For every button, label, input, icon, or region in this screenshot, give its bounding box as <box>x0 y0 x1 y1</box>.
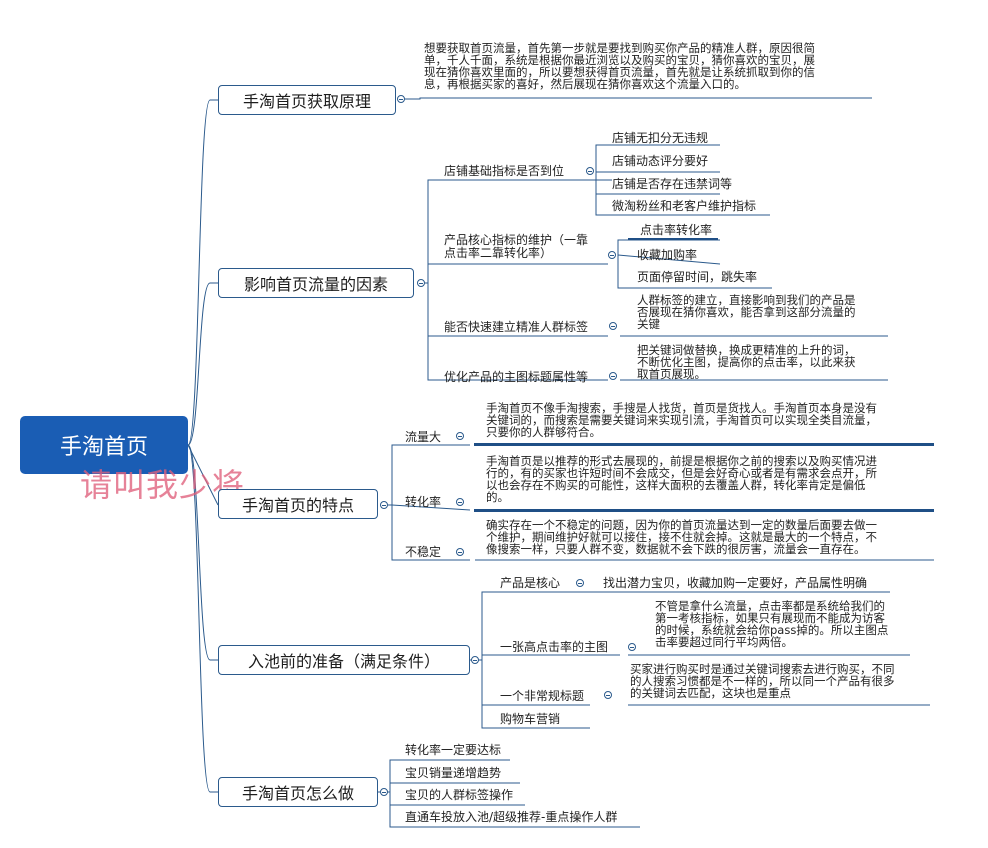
highlight-line <box>474 443 934 446</box>
collapse-toggle-icon[interactable] <box>397 95 405 103</box>
b2-item: 微淘粉丝和老客户维护指标 <box>612 199 757 213</box>
collapse-toggle-icon[interactable] <box>604 691 612 699</box>
collapse-toggle-icon[interactable] <box>456 432 464 440</box>
collapse-toggle-icon[interactable] <box>417 279 425 287</box>
b2-optimize: 优化产品的主图标题属性等 <box>444 370 589 384</box>
b2-optimize-detail: 把关键词做替换，换成更精准的上升的词，不断优化主图，提高你的点击率，以此来获取首… <box>637 343 856 381</box>
b2-item: 页面停留时间，跳失率 <box>637 270 758 284</box>
branch-traffic-factors[interactable]: 影响首页流量的因素 <box>218 268 414 298</box>
b4-main-image-detail: 不管是拿什么流量，点击率都是系统给我们的第一考核指标，如果只有展现而不能成为访客… <box>655 599 889 649</box>
collapse-toggle-icon[interactable] <box>471 656 479 664</box>
collapse-toggle-icon[interactable] <box>380 788 388 796</box>
collapse-toggle-icon[interactable] <box>380 501 388 509</box>
b2-item: 店铺是否存在违禁词等 <box>612 177 733 191</box>
b4-product-core: 产品是核心 <box>500 576 561 590</box>
b3-unstable: 不稳定 <box>405 545 442 559</box>
b4-cart-marketing: 购物车营销 <box>500 712 561 726</box>
b5-item: 转化率一定要达标 <box>405 743 502 757</box>
b3-large-traffic: 流量大 <box>405 430 442 444</box>
root-node[interactable]: 手淘首页 <box>20 416 188 474</box>
b5-item: 宝贝的人群标签操作 <box>405 788 514 802</box>
b5-item: 宝贝销量递增趋势 <box>405 766 502 780</box>
collapse-toggle-icon[interactable] <box>456 548 464 556</box>
b2-item: 店铺动态评分要好 <box>612 154 709 168</box>
collapse-toggle-icon[interactable] <box>456 498 464 506</box>
b3-unstable-detail: 确实存在一个不稳定的问题，因为你的首页流量达到一定的数量后面要去做一个维护，期间… <box>486 518 877 556</box>
b2-item: 店铺无扣分无违规 <box>612 131 709 145</box>
b4-title: 一个非常规标题 <box>500 689 585 703</box>
collapse-toggle-icon[interactable] <box>586 167 594 175</box>
b4-product-core-detail: 找出潜力宝贝，收藏加购一定要好，产品属性明确 <box>603 576 868 590</box>
b4-main-image: 一张高点击率的主图 <box>500 640 609 654</box>
b2-crowd-tags: 能否快速建立精准人群标签 <box>444 320 589 334</box>
collapse-toggle-icon[interactable] <box>628 643 636 651</box>
branch-homepage-principle[interactable]: 手淘首页获取原理 <box>218 85 396 115</box>
b2-item: 收藏加购率 <box>637 248 698 262</box>
collapse-toggle-icon[interactable] <box>608 251 616 259</box>
branch-how-to[interactable]: 手淘首页怎么做 <box>218 777 378 807</box>
b2-basic-indicators: 店铺基础指标是否到位 <box>444 164 565 178</box>
b2-crowd-tags-detail: 人群标签的建立，直接影响到我们的产品是否展现在猜你喜欢，能否拿到这部分流量的关键 <box>637 293 856 331</box>
collapse-toggle-icon[interactable] <box>576 579 584 587</box>
collapse-toggle-icon[interactable] <box>609 322 617 330</box>
b5-item: 直通车投放入池/超级推荐-重点操作人群 <box>405 810 618 824</box>
b2-core-indicators: 产品核心指标的维护（一靠点击率二靠转化率） <box>444 233 589 260</box>
b3-conversion: 转化率 <box>405 495 442 509</box>
b3-conversion-detail: 手淘首页是以推荐的形式去展现的，前提是根据你之前的搜索以及购买情况进行的，有的买… <box>486 454 877 504</box>
collapse-toggle-icon[interactable] <box>609 372 617 380</box>
b3-large-traffic-detail: 手淘首页不像手淘搜索，手搜是人找货，首页是货找人。手淘首页本身是没有关键词的，而… <box>486 401 877 439</box>
watermark: 请叫我少将 <box>80 466 246 504</box>
branch-homepage-features[interactable]: 手淘首页的特点 <box>218 489 378 519</box>
highlight-line <box>628 238 718 240</box>
branch-preparation[interactable]: 入池前的准备（满足条件） <box>218 645 470 675</box>
b4-title-detail: 买家进行购买时是通过关键词搜索去进行购买，不同的人搜索习惯都是不一样的，所以同一… <box>630 662 895 700</box>
highlight-line <box>474 509 934 512</box>
b1-description: 想要获取首页流量，首先第一步就是要找到购买你产品的精准人群，原因很简单，千人千面… <box>424 41 815 91</box>
b2-item: 点击率转化率 <box>640 223 713 237</box>
